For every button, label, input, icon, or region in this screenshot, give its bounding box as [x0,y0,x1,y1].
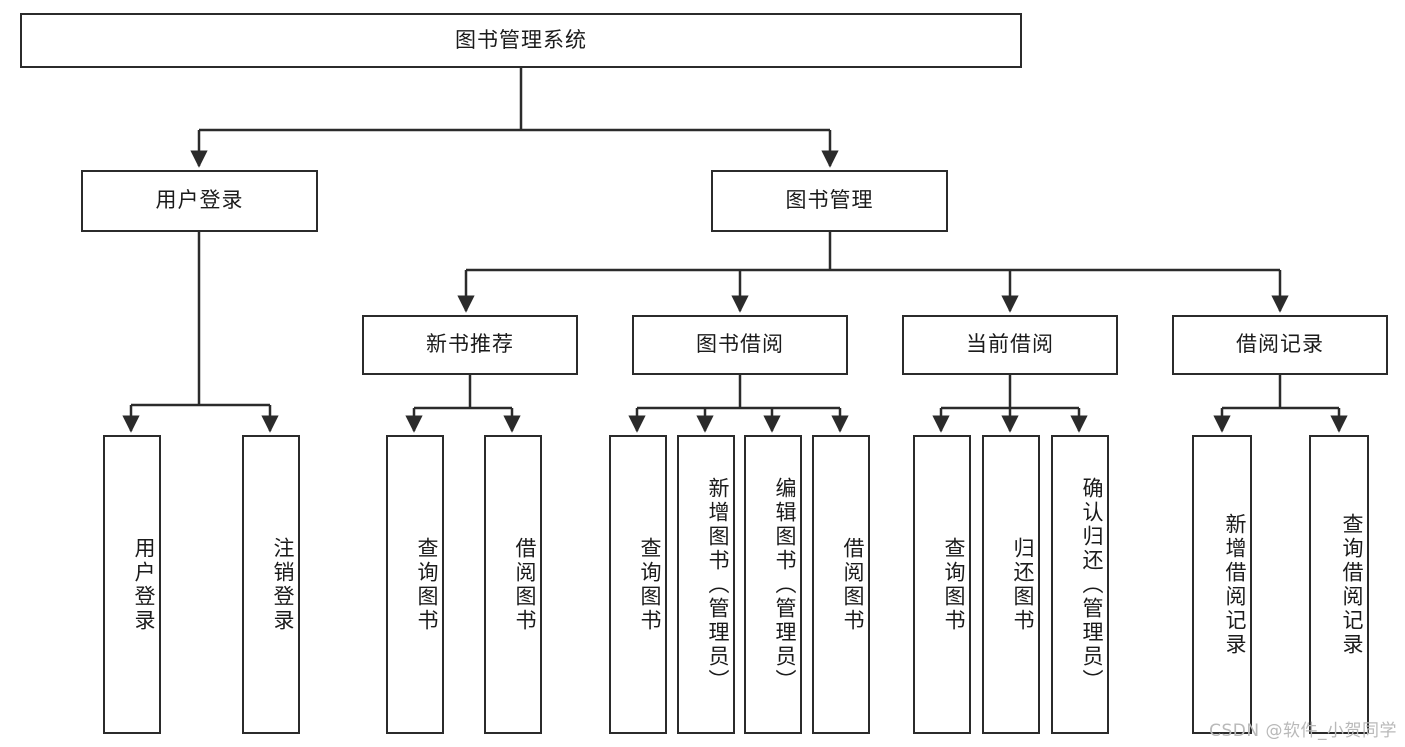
node-leaf-add-borrow-record[interactable]: 新增借阅记录 [1192,435,1252,734]
node-label: 归还图书 [1011,536,1035,633]
node-leaf-logout[interactable]: 注销登录 [242,435,300,734]
node-label: 确认归还（管理员） [1080,476,1104,693]
node-leaf-confirm-return-admin[interactable]: 确认归还（管理员） [1051,435,1109,734]
node-leaf-edit-book-admin[interactable]: 编辑图书（管理员） [744,435,802,734]
node-leaf-query-borrow-record[interactable]: 查询借阅记录 [1309,435,1369,734]
node-label: 用户登录 [132,536,156,633]
node-label: 新增图书（管理员） [706,476,730,693]
node-leaf-query-book-current[interactable]: 查询图书 [913,435,971,734]
node-label: 新增借阅记录 [1223,512,1247,657]
node-root-system[interactable]: 图书管理系统 [20,13,1022,68]
node-label: 图书借阅 [696,332,784,357]
node-current-borrow[interactable]: 当前借阅 [902,315,1118,375]
node-label: 图书管理系统 [455,27,587,52]
node-leaf-query-book-recommend[interactable]: 查询图书 [386,435,444,734]
node-label: 用户登录 [155,188,244,213]
node-leaf-borrow-book[interactable]: 借阅图书 [812,435,870,734]
node-label: 查询图书 [638,536,662,633]
node-leaf-add-book-admin[interactable]: 新增图书（管理员） [677,435,735,734]
node-label: 借阅图书 [513,536,537,633]
node-label: 借阅图书 [841,536,865,633]
node-user-login[interactable]: 用户登录 [81,170,318,232]
node-leaf-user-login[interactable]: 用户登录 [103,435,161,734]
node-label: 注销登录 [271,536,295,633]
node-leaf-return-book[interactable]: 归还图书 [982,435,1040,734]
node-borrow-record[interactable]: 借阅记录 [1172,315,1388,375]
node-label: 图书管理 [785,188,874,213]
node-label: 查询图书 [942,536,966,633]
node-book-management[interactable]: 图书管理 [711,170,948,232]
node-label: 借阅记录 [1236,332,1324,357]
node-label: 当前借阅 [966,332,1054,357]
node-leaf-borrow-book-recommend[interactable]: 借阅图书 [484,435,542,734]
node-label: 查询借阅记录 [1340,512,1364,657]
node-label: 编辑图书（管理员） [773,476,797,693]
node-new-book-recommend[interactable]: 新书推荐 [362,315,578,375]
node-book-borrow[interactable]: 图书借阅 [632,315,848,375]
node-label: 查询图书 [415,536,439,633]
node-label: 新书推荐 [426,332,514,357]
node-leaf-query-book-borrow[interactable]: 查询图书 [609,435,667,734]
